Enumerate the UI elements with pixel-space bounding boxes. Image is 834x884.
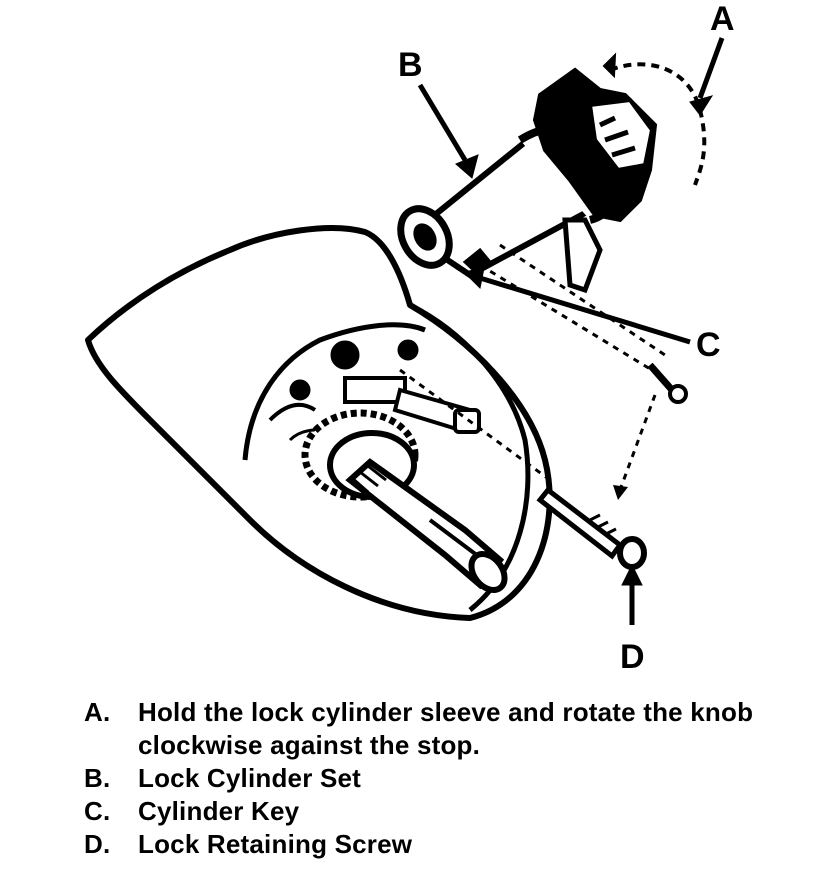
legend-item: A. Hold the lock cylinder sleeve and rot… [84, 696, 784, 762]
legend-item: C. Cylinder Key [84, 795, 784, 828]
legend-text: Lock Retaining Screw [138, 829, 413, 859]
small-screw [647, 362, 688, 404]
legend: A. Hold the lock cylinder sleeve and rot… [84, 696, 784, 861]
legend-key: D. [84, 829, 111, 859]
legend-item: B. Lock Cylinder Set [84, 762, 784, 795]
alignment-dashed-lines [399, 243, 666, 491]
lock-cylinder-set [397, 67, 658, 294]
callout-a: A [710, 0, 735, 38]
legend-key: C. [84, 796, 111, 826]
legend-text: Cylinder Key [138, 796, 300, 826]
rotation-arrow [602, 52, 707, 186]
callout-d: D [620, 638, 645, 676]
lock-retaining-screw [536, 486, 647, 570]
steering-shaft-gear [301, 409, 508, 593]
callout-c: C [696, 326, 721, 364]
callout-b: B [398, 46, 423, 84]
legend-text: Hold the lock cylinder sleeve and rotate… [138, 697, 754, 760]
screw-drop-arrowhead [613, 485, 628, 500]
legend-item: D. Lock Retaining Screw [84, 828, 784, 861]
leader-lines [417, 37, 725, 625]
legend-key: B. [84, 763, 111, 793]
lock-cylinder-diagram: A B C D [85, 0, 735, 676]
legend-key: A. [84, 697, 111, 727]
legend-text: Lock Cylinder Set [138, 763, 362, 793]
